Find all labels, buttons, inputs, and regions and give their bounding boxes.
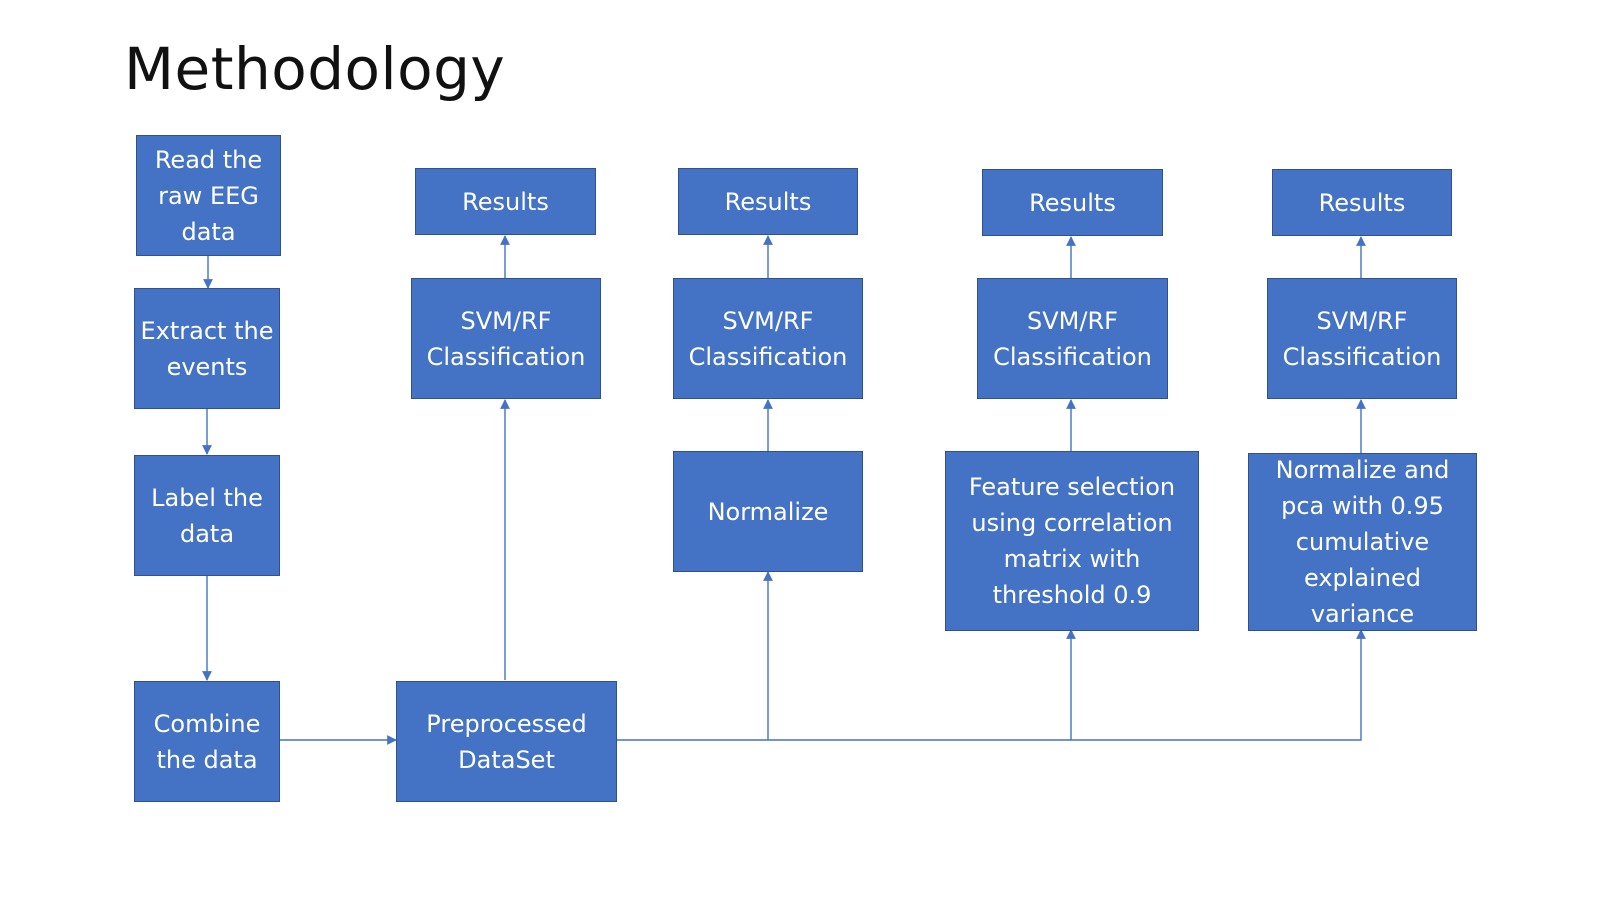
read-raw-eeg-label: Read the raw EEG data [154, 145, 263, 246]
combine-data-box: Combine the data [134, 681, 280, 802]
results-box-2: Results [678, 168, 858, 235]
results-box-4: Results [1272, 169, 1452, 236]
classification-box-3: SVM/RF Classification [977, 278, 1168, 399]
results-box-3: Results [982, 169, 1163, 236]
classification-box-4: SVM/RF Classification [1267, 278, 1457, 399]
classification-label-2: SVM/RF Classification [688, 306, 848, 371]
feature-selection-label: Feature selection using correlation matr… [968, 473, 1176, 609]
results-box-1: Results [415, 168, 596, 235]
results-label-1: Results [462, 187, 549, 216]
results-label-3: Results [1029, 188, 1116, 217]
normalize-pca-box: Normalize and pca with 0.95 cumulative e… [1248, 453, 1477, 631]
classification-label-1: SVM/RF Classification [426, 306, 586, 371]
preprocessed-dataset-label: Preprocessed DataSet [426, 709, 587, 774]
page-title: Methodology [124, 35, 506, 103]
extract-events-label: Extract the events [140, 316, 274, 381]
edge-bus-preprocessed [617, 629, 1366, 741]
results-label-4: Results [1318, 188, 1406, 217]
classification-label-3: SVM/RF Classification [993, 306, 1152, 371]
results-label-2: Results [724, 187, 812, 216]
read-raw-eeg-box: Read the raw EEG data [136, 135, 281, 256]
label-data-label: Label the data [151, 483, 263, 548]
feature-selection-box: Feature selection using correlation matr… [945, 451, 1199, 631]
classification-box-1: SVM/RF Classification [411, 278, 601, 399]
normalize-pca-label: Normalize and pca with 0.95 cumulative e… [1275, 456, 1450, 628]
combine-data-label: Combine the data [153, 709, 261, 774]
label-data-box: Label the data [134, 455, 280, 576]
normalize-box: Normalize [673, 451, 863, 572]
preprocessed-dataset-box: Preprocessed DataSet [396, 681, 617, 802]
extract-events-box: Extract the events [134, 288, 280, 409]
normalize-label: Normalize [707, 497, 829, 526]
classification-label-4: SVM/RF Classification [1282, 306, 1442, 371]
classification-box-2: SVM/RF Classification [673, 278, 863, 399]
